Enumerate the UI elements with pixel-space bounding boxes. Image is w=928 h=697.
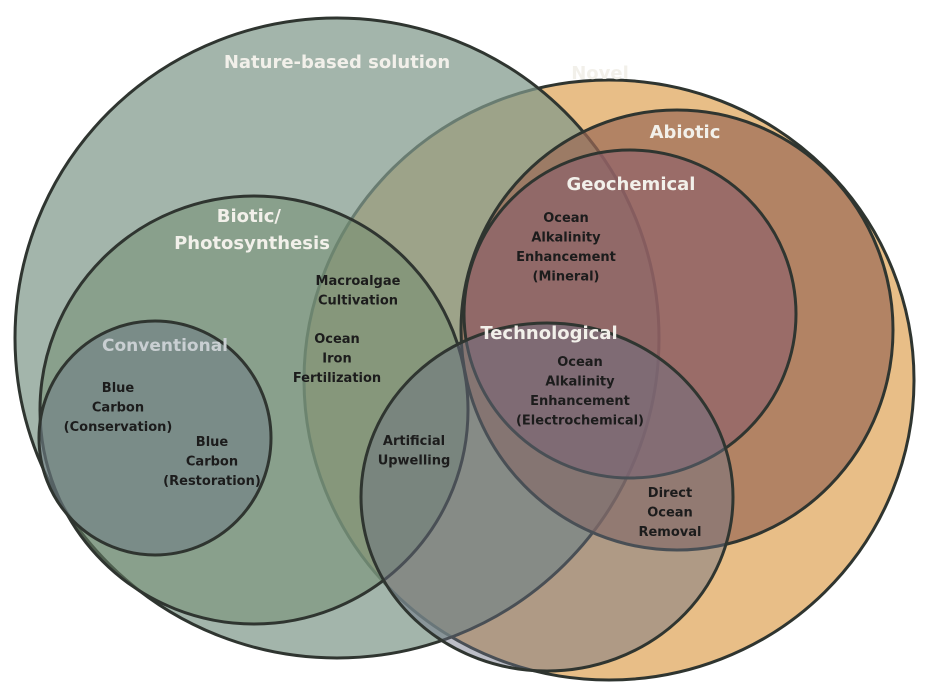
abiotic-label: Abiotic [650, 122, 721, 143]
direct-ocean-removal-line-2: Ocean [647, 506, 693, 521]
direct-ocean-removal-line-1: Direct [648, 486, 692, 501]
oae-mineral-line-4: (Mineral) [533, 270, 600, 285]
macroalgae-line-1: Macroalgae [316, 274, 401, 289]
technological-label: Technological [480, 323, 617, 344]
macroalgae-line-2: Cultivation [318, 294, 398, 309]
blue-carbon-conservation-line-2: Carbon [92, 401, 144, 416]
artificial-upwelling-line-1: Artificial [383, 434, 445, 449]
iron-fertilization-line-1: Ocean [314, 332, 360, 347]
blue-carbon-conservation-line-1: Blue [102, 381, 135, 396]
biotic-photosynthesis-label: Biotic/ Photosynthesis [174, 206, 330, 254]
artificial-upwelling-line-2: Upwelling [378, 454, 451, 469]
nature-based-solution-label: Nature-based solution [224, 52, 450, 73]
oae-electrochemical-line-2: Alkalinity [545, 375, 615, 390]
geochemical-circle [462, 148, 798, 480]
conventional-label: Conventional [102, 336, 228, 356]
blue-carbon-conservation-line-3: (Conservation) [64, 420, 173, 435]
oae-electrochemical-line-4: (Electrochemical) [516, 414, 644, 429]
oae-electrochemical-line-1: Ocean [557, 355, 603, 370]
technological-circle [359, 321, 735, 673]
biotic-label-line-1: Biotic/ [217, 206, 282, 227]
oae-mineral-line-1: Ocean [543, 211, 589, 226]
blue-carbon-restoration-line-2: Carbon [186, 455, 238, 470]
biotic-label-line-2: Photosynthesis [174, 233, 330, 254]
blue-carbon-restoration-line-3: (Restoration) [163, 474, 261, 489]
conventional-circle [37, 319, 273, 557]
iron-fertilization-line-3: Fertilization [293, 371, 381, 386]
direct-ocean-removal-line-3: Removal [638, 525, 701, 540]
novel-label: Novel [571, 63, 629, 84]
iron-fertilization-line-2: Iron [322, 352, 351, 367]
oae-mineral-line-2: Alkalinity [531, 231, 601, 246]
oae-electrochemical-line-3: Enhancement [530, 394, 630, 409]
geochemical-label: Geochemical [567, 174, 696, 195]
oae-mineral-line-3: Enhancement [516, 250, 616, 265]
blue-carbon-restoration-line-1: Blue [196, 435, 229, 450]
